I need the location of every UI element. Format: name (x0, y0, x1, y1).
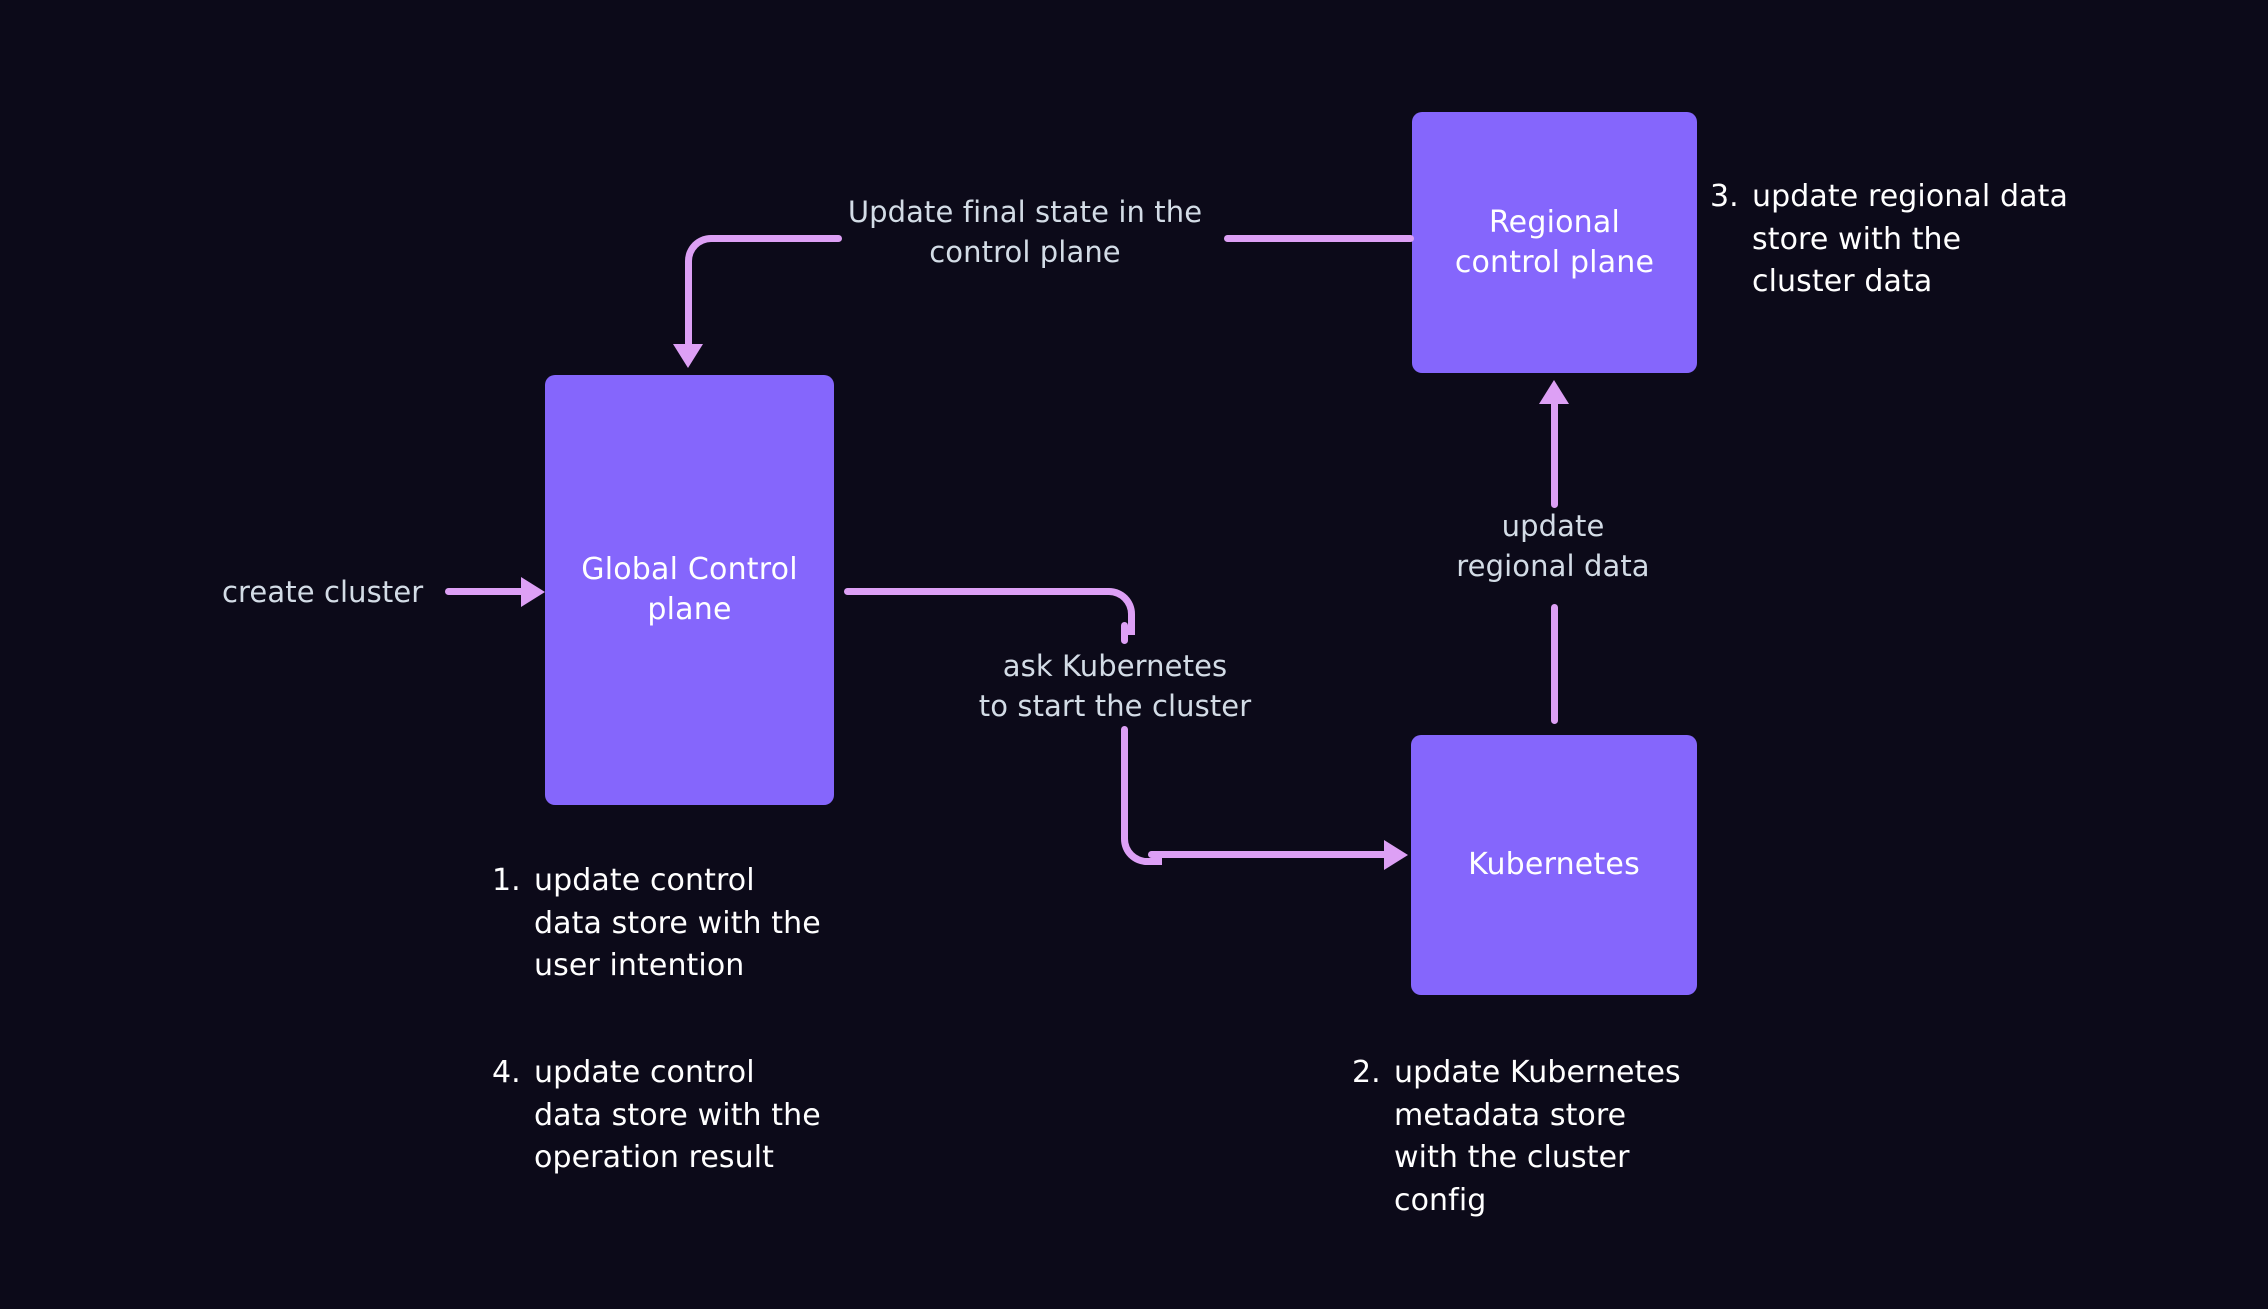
note-number: 4. (492, 1055, 521, 1090)
edge-create-cluster-arrowhead (521, 577, 545, 607)
note-text: update Kubernetes metadata store with th… (1394, 1055, 1681, 1218)
node-kubernetes[interactable]: Kubernetes (1411, 735, 1697, 995)
edge-ask-k8s-corner-top (1100, 588, 1135, 635)
note-number: 1. (492, 863, 521, 898)
edge-label-create-cluster: create cluster (222, 575, 424, 609)
edge-ask-k8s-corner-bottom (1121, 824, 1162, 865)
note-item-1: 1. update control data store with the us… (492, 860, 822, 988)
node-regional-control-plane[interactable]: Regional control plane (1412, 112, 1697, 373)
note-text: update control data store with the opera… (534, 1055, 821, 1176)
note-text: update regional data store with the clus… (1752, 179, 2068, 300)
note-text: update control data store with the user … (534, 863, 821, 984)
edge-ask-k8s-vertical-top (1121, 622, 1128, 644)
edge-label-update-regional-data: update regional data (1456, 509, 1650, 584)
edge-label-update-final-state: Update final state in the control plane (847, 195, 1203, 270)
note-item-2: 2. update Kubernetes metadata store with… (1352, 1052, 1692, 1222)
edge-ask-k8s-vertical-bottom (1121, 726, 1128, 841)
edge-ask-k8s-segment-bottom (1148, 851, 1388, 858)
note-number: 3. (1710, 179, 1739, 214)
edge-update-regional-vertical-top (1551, 400, 1558, 508)
edge-update-regional-arrowhead (1539, 380, 1569, 404)
edge-ask-k8s-segment-top (844, 588, 1109, 595)
edge-final-state-vertical (685, 272, 692, 350)
edge-update-regional-vertical-bottom (1551, 604, 1558, 724)
note-item-3: 3. update regional data store with the c… (1710, 176, 2070, 304)
edge-final-state-segment-left (712, 235, 842, 242)
edge-ask-k8s-arrowhead (1384, 840, 1408, 870)
edge-label-ask-kubernetes: ask Kubernetes to start the cluster (978, 649, 1252, 724)
node-global-control-plane[interactable]: Global Control plane (545, 375, 834, 805)
edge-final-state-arrowhead (673, 344, 703, 368)
edge-final-state-corner (685, 235, 720, 282)
note-number: 2. (1352, 1055, 1381, 1090)
edge-final-state-segment-right (1224, 235, 1414, 242)
note-item-4: 4. update control data store with the op… (492, 1052, 822, 1180)
edge-create-cluster-line (445, 588, 525, 595)
